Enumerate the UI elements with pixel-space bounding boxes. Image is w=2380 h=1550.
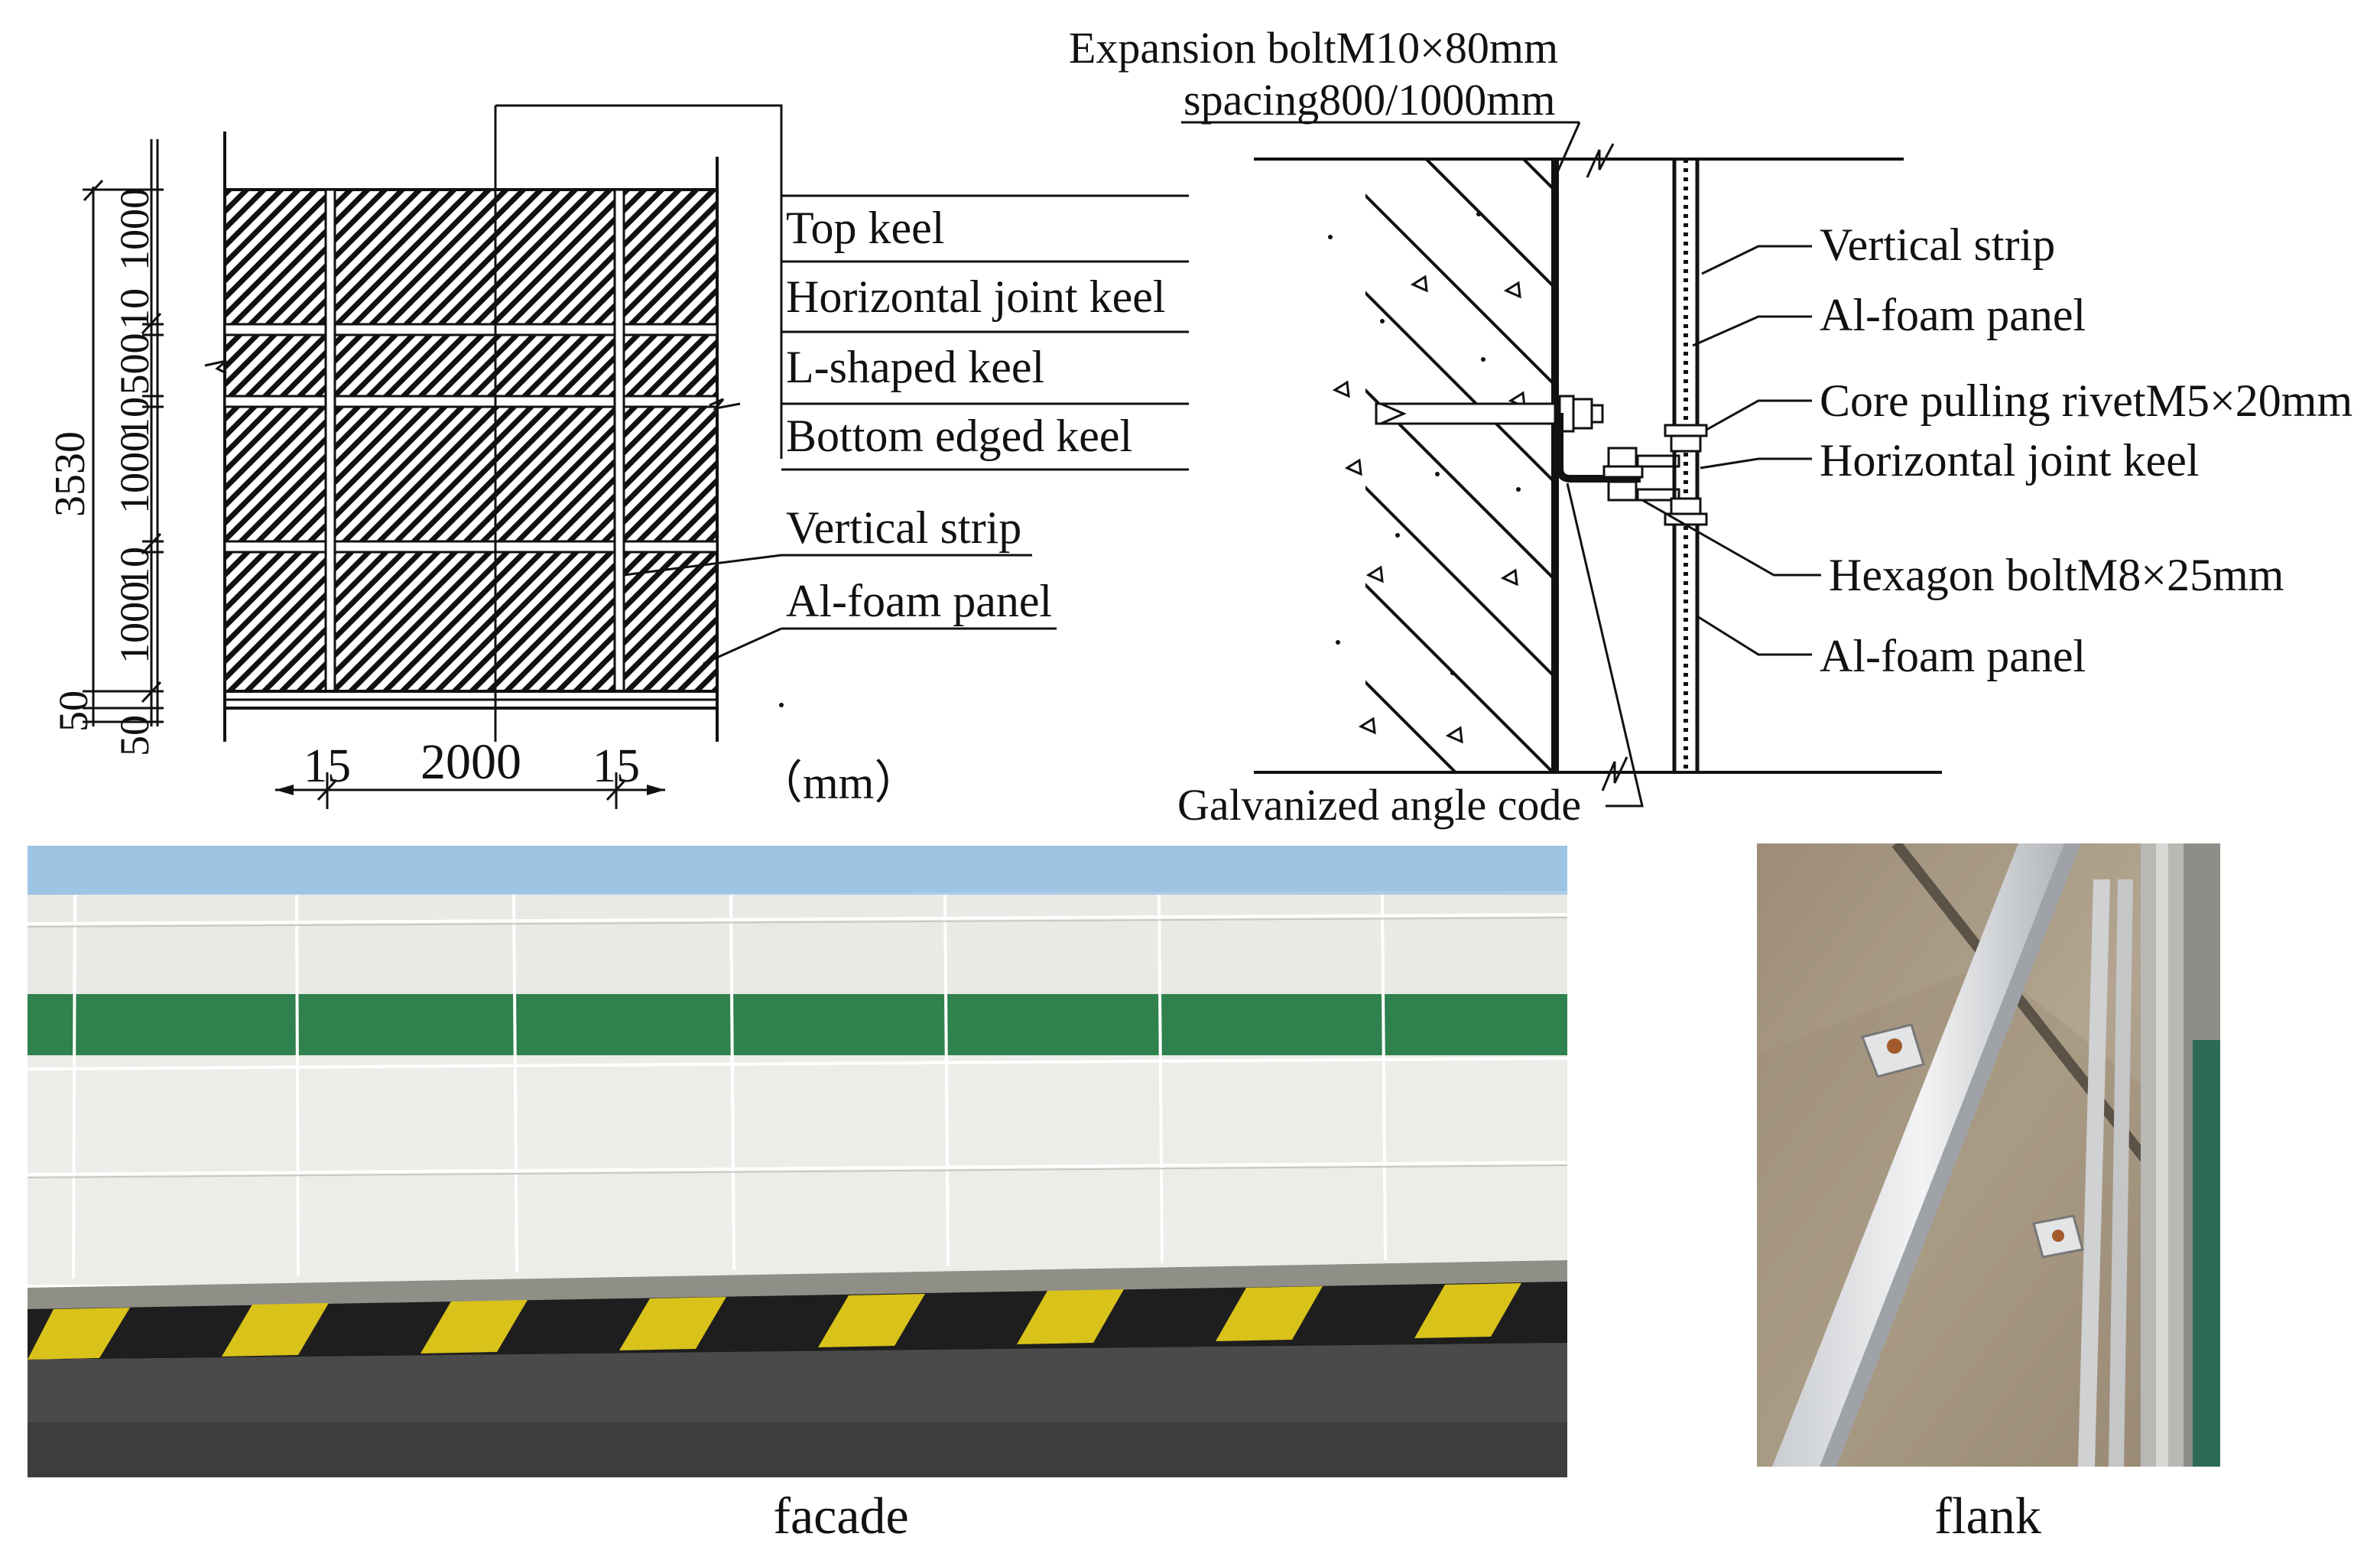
concrete-wall [1309, 161, 1552, 772]
dim-unit: （mm） [757, 758, 920, 808]
vertical-strip-section [1672, 159, 1700, 772]
sec-label-horizontal-joint-keel: Horizontal joint keel [1820, 435, 2200, 486]
dim-stack-6: 10 [112, 547, 157, 588]
sec-label-galvanized-angle: Galvanized angle code [1177, 780, 1581, 830]
break-symbol-right [709, 398, 741, 411]
flank-photo [1757, 843, 2220, 1467]
break-symbol-left [204, 359, 227, 375]
facade-hazard-stripes [28, 1282, 1567, 1360]
facade-green-band [28, 994, 1567, 1060]
facade-upper-panels [28, 895, 1567, 1011]
aggregate-marks [1332, 275, 1526, 744]
label-top-keel: Top keel [786, 203, 944, 253]
break-symbol-top [1586, 143, 1615, 178]
facade-photo [27, 846, 1568, 1477]
galvanized-angle [1556, 413, 1641, 483]
top-leader [495, 104, 783, 459]
dim-stack-7: 1000 [112, 581, 157, 664]
sec-leader-vertical-strip [1701, 245, 1812, 275]
vertical-strip-leader [623, 554, 782, 577]
hexagon-bolt [1602, 447, 1680, 502]
facade-curb-top [28, 1260, 1567, 1312]
dim-stack-8: 50 [50, 691, 96, 732]
dim-stack-3: 500 [112, 333, 157, 395]
sec-leader-horizontal-joint-keel [1700, 457, 1812, 470]
facade-sky [28, 846, 1567, 901]
panel-grid [204, 106, 741, 742]
al-foam-leader [703, 627, 782, 665]
flank-second-rail [2078, 879, 2110, 1467]
dim-stack-9: 50 [112, 715, 157, 756]
sec-leader-al-foam-1 [1692, 315, 1812, 347]
facade-panel-seams-dark [27, 917, 1568, 1178]
left-dimensions [83, 139, 164, 726]
label-expansion-bolt: Expansion boltM10×80mm [1069, 23, 1558, 73]
label-bottom-edged-keel: Bottom edged keel [786, 411, 1132, 461]
panel-area [223, 188, 719, 693]
sec-leader-hexagon-bolt [1641, 499, 1821, 577]
dim-stack-1: 1000 [112, 188, 157, 271]
dim-stack-2: 10 [112, 288, 157, 330]
expansion-bolt [1375, 395, 1604, 433]
section-view: Expansion boltM10×80mm spacing800/1000mm [1069, 23, 2352, 830]
flank-aluminium-rail [1772, 843, 2072, 1467]
front-view: Top keel Horizontal joint keel L-shaped … [47, 104, 1189, 809]
caption-flank: flank [1934, 1487, 2041, 1545]
horizontal-joint-keels [223, 323, 719, 554]
sec-label-vertical-strip: Vertical strip [1820, 219, 2055, 270]
dim-bottom-2000: 2000 [420, 734, 521, 790]
label-horizontal-joint-keel: Horizontal joint keel [786, 271, 1166, 322]
caption-facade: facade [773, 1487, 909, 1545]
sec-leader-rivet [1706, 399, 1812, 431]
aggregate-dots [1328, 212, 1521, 675]
dim-total-height: 3530 [47, 431, 94, 517]
facade-shading [28, 891, 1567, 1292]
dim-bottom-15-left: 15 [304, 740, 351, 792]
sec-label-al-foam-1: Al-foam panel [1820, 290, 2086, 340]
dim-stack-4: 10 [112, 397, 157, 438]
sec-label-al-foam-2: Al-foam panel [1820, 631, 2086, 681]
bottom-dimensions [275, 772, 665, 809]
break-symbol-bottom [1601, 756, 1628, 791]
label-spacing: spacing800/1000mm [1184, 75, 1556, 125]
label-al-foam-panel: Al-foam panel [786, 576, 1052, 626]
label-table [781, 194, 1189, 471]
dim-bottom-15-right: 15 [593, 740, 640, 792]
label-l-shaped-keel: L-shaped keel [786, 342, 1044, 392]
flank-green-edge [2193, 1040, 2220, 1467]
core-pulling-rivets [1664, 424, 1708, 526]
sec-label-hexagon-bolt: Hexagon boltM8×25mm [1829, 550, 2284, 600]
label-vertical-strip: Vertical strip [786, 502, 1021, 553]
sec-leader-al-foam-2 [1697, 615, 1812, 656]
dim-stack-5: 1000 [112, 431, 157, 514]
facade-panel-seams [27, 894, 1568, 1279]
sec-leader-galvanized-angle [1566, 483, 1644, 807]
sec-label-rivet: Core pulling rivetM5×20mm [1820, 375, 2352, 426]
